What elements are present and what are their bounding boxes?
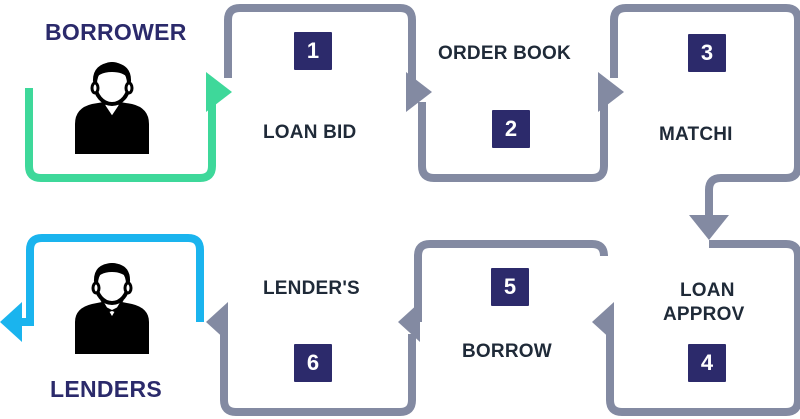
borrower-connector bbox=[25, 88, 216, 182]
lenders-title: LENDERS bbox=[50, 376, 163, 402]
step-6-arrow-icon bbox=[206, 302, 228, 342]
step-2-label: ORDER BOOK bbox=[438, 43, 571, 64]
step-3-frame bbox=[610, 4, 800, 218]
step-2-frame bbox=[418, 92, 608, 182]
step-3-number-badge: 3 bbox=[688, 34, 726, 72]
step-6-number-badge: 6 bbox=[294, 344, 332, 382]
step-1-number-badge: 1 bbox=[294, 32, 332, 70]
step-6-frame bbox=[220, 322, 416, 416]
step-4-frame bbox=[606, 240, 800, 416]
step-4-label-line2: APPROV bbox=[663, 304, 745, 325]
step-4-number-badge: 4 bbox=[688, 344, 726, 382]
step-5-arrow-icon bbox=[398, 302, 420, 342]
step-5-number-badge: 5 bbox=[491, 268, 529, 306]
step-1-arrow-icon bbox=[406, 72, 432, 112]
lender-person-icon bbox=[75, 263, 149, 354]
borrower-person-icon bbox=[75, 62, 149, 154]
borrower-arrow-icon bbox=[206, 72, 232, 112]
step-3-arrow-icon bbox=[689, 215, 729, 240]
step-2-arrow-icon bbox=[598, 72, 624, 112]
borrower-title: BORROWER bbox=[45, 19, 187, 45]
step-2-number-badge: 2 bbox=[492, 110, 530, 148]
step-6-label: LENDER'S bbox=[263, 278, 360, 299]
step-1-label: LOAN BID bbox=[263, 122, 357, 143]
step-5-label: BORROW bbox=[462, 341, 552, 362]
step-4-label-line1: LOAN bbox=[680, 280, 735, 301]
step-3-label: MATCHI bbox=[659, 124, 733, 145]
step-5-frame bbox=[414, 240, 608, 326]
step-1-frame bbox=[224, 4, 416, 92]
lenders-connector bbox=[20, 234, 204, 326]
lenders-arrow-icon bbox=[0, 302, 22, 342]
